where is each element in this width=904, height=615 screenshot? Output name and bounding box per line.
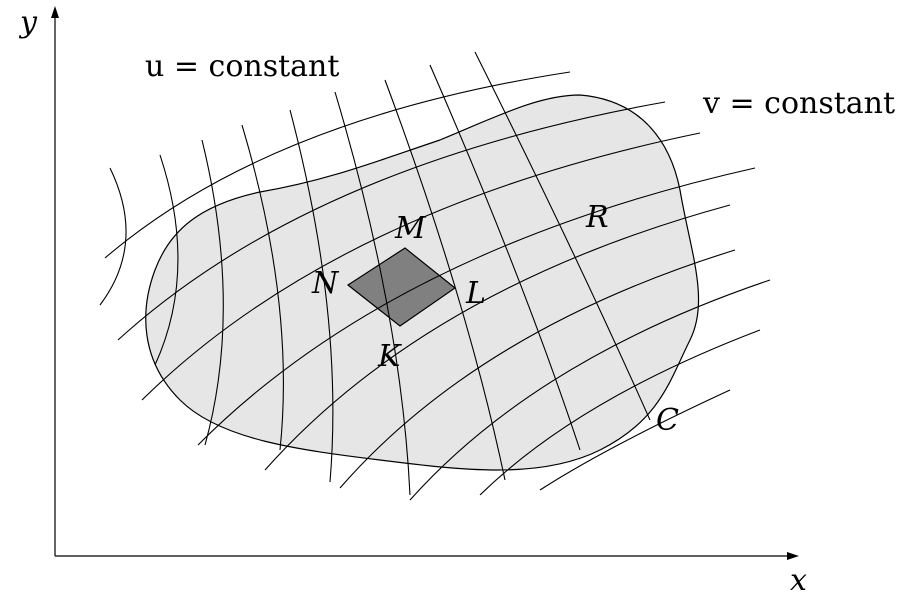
v-constant-curve	[409, 279, 771, 501]
v-constant-curve	[197, 167, 756, 446]
u-constant-curve	[384, 79, 506, 481]
x-axis-arrow-icon	[787, 552, 799, 560]
x-axis-label: x	[790, 563, 807, 598]
boundary-c-label: C	[656, 403, 679, 438]
u-constant-curve	[474, 51, 651, 421]
v-constant-curve	[264, 204, 731, 471]
v-constant-curve	[104, 71, 571, 259]
y-axis-arrow-icon	[51, 6, 59, 18]
v-constant-curve	[339, 249, 736, 489]
u-constant-curve	[289, 109, 334, 483]
u-constant-label: u = constant	[145, 49, 339, 84]
u-constant-curve	[201, 139, 224, 446]
u-constant-curve	[99, 167, 127, 306]
u-constant-curve	[154, 154, 179, 366]
v-constant-curve	[539, 389, 731, 491]
point-l-label: L	[465, 276, 486, 311]
v-constant-curve	[479, 329, 761, 496]
v-constant-curve	[141, 132, 701, 401]
curvilinear-grid	[99, 51, 771, 501]
u-constant-curve	[429, 64, 581, 451]
point-m-label: M	[394, 211, 427, 246]
point-k-label: K	[377, 339, 402, 374]
y-axis-label: y	[18, 5, 38, 40]
point-n-label: N	[311, 266, 340, 301]
region-r-label: R	[585, 200, 609, 235]
v-constant-curves	[104, 71, 771, 501]
axes	[51, 6, 799, 560]
u-constant-curve	[241, 124, 284, 451]
v-constant-label: v = constant	[702, 86, 895, 121]
v-constant-curve	[117, 101, 666, 341]
